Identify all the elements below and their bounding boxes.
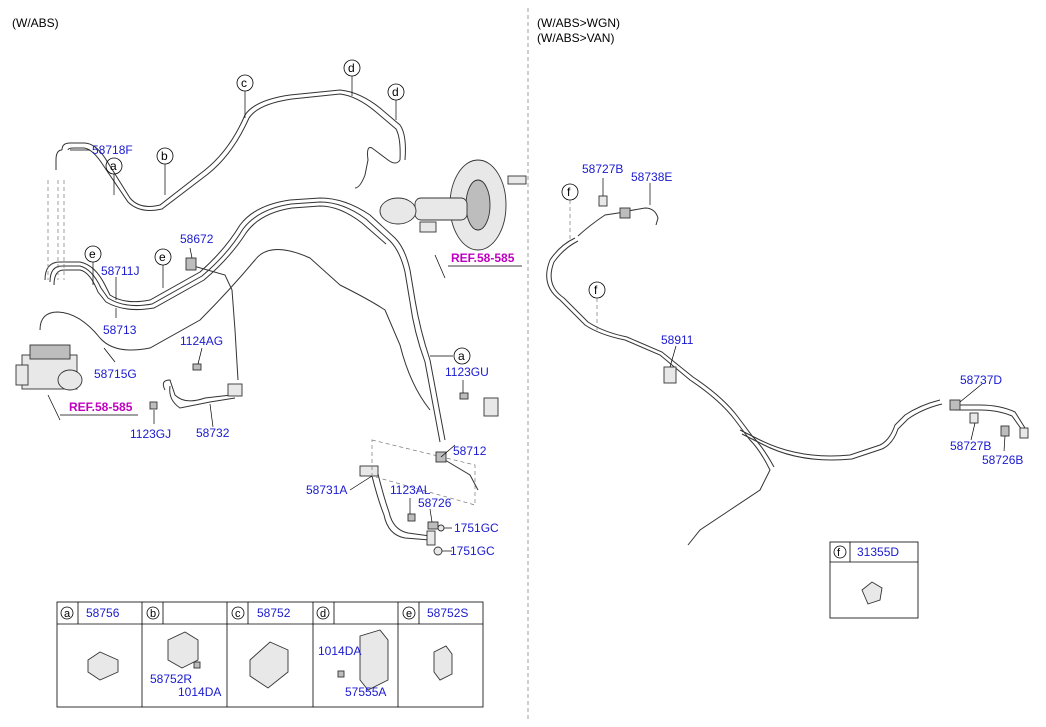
legend-cell-a: a 58756: [60, 606, 120, 681]
legend-cell-c: c 58752: [231, 606, 291, 689]
svg-text:b: b: [161, 149, 168, 163]
label-58738E: 58738E: [631, 170, 672, 184]
svg-text:1014DA: 1014DA: [318, 644, 361, 658]
washer-1751GC-b: [433, 546, 443, 556]
label-58727B-top: 58727B: [582, 162, 623, 176]
reference-upper: REF.58-585: [451, 251, 515, 265]
svg-text:e: e: [89, 247, 96, 261]
svg-text:f: f: [837, 547, 841, 559]
bracket-58911: [663, 366, 677, 384]
bracket: [483, 397, 499, 417]
fitting-58737D: [949, 399, 961, 411]
svg-text:f: f: [594, 283, 598, 297]
label-1751GC-a: 1751GC: [454, 521, 499, 535]
master-cylinder-booster: [379, 159, 527, 251]
legend-f-box: f 31355D: [829, 541, 919, 619]
callout-c: c: [236, 74, 254, 92]
clip-58727B-bottom: [969, 412, 979, 424]
label-58713: 58713: [103, 323, 137, 337]
callout-a-right: a: [453, 347, 471, 365]
callout-f-1: f: [561, 183, 579, 201]
svg-text:d: d: [392, 85, 399, 99]
callout-e-2: e: [154, 248, 172, 266]
callout-d: d: [343, 59, 361, 77]
reference-lower: REF.58-585: [69, 400, 133, 414]
svg-text:58752S: 58752S: [427, 606, 468, 620]
svg-text:57555A: 57555A: [345, 685, 386, 699]
svg-text:e: e: [406, 608, 412, 620]
svg-text:f: f: [567, 185, 571, 199]
svg-text:a: a: [458, 349, 465, 363]
svg-text:58752: 58752: [257, 606, 291, 620]
callout-f-2: f: [588, 281, 606, 299]
label-58727B-bottom: 58727B: [950, 439, 991, 453]
label-58711J: 58711J: [101, 264, 139, 278]
clip-58727B-top: [598, 195, 608, 207]
label-1123GJ: 1123GJ: [130, 427, 171, 441]
rear-brake-line-assembly: [546, 207, 1026, 546]
rear-brake-hose-58731A: [359, 465, 436, 546]
bolt-1124AG: [192, 363, 202, 371]
bolt-1123GU: [459, 392, 469, 400]
svg-text:d: d: [348, 61, 355, 75]
label-58737D: 58737D: [960, 373, 1002, 387]
middle-brake-line-bundle: [39, 197, 446, 443]
label-58715G: 58715G: [94, 367, 137, 381]
label-58672: 58672: [180, 232, 214, 246]
legend-cell-b: b 58752R 1014DA: [146, 606, 221, 699]
bolt-58726: [427, 521, 439, 530]
svg-text:a: a: [64, 608, 71, 620]
left-variant-header: (W/ABS): [12, 16, 59, 30]
bolt-1123AL: [407, 513, 416, 522]
callout-d-2: d: [387, 83, 405, 101]
label-1123AL: 1123AL: [390, 483, 431, 497]
right-variant-header-van: (W/ABS>VAN): [537, 31, 614, 45]
bolt-58726B: [1000, 425, 1010, 437]
bolt-1123GJ: [149, 401, 158, 410]
label-58726: 58726: [418, 496, 452, 510]
label-1124AG: 1124AG: [180, 334, 223, 348]
svg-text:c: c: [241, 76, 247, 90]
callout-e: e: [84, 245, 102, 263]
label-58732: 58732: [196, 426, 230, 440]
legend-cell-e: e 58752S: [402, 606, 468, 681]
svg-text:d: d: [320, 608, 326, 620]
legend-table: a 58756 b 58752R 1014DA c 58752 d 1014DA…: [56, 601, 484, 708]
callout-b: b: [156, 147, 174, 165]
label-58718F: 58718F: [92, 143, 133, 157]
legend-f-part: 31355D: [857, 545, 899, 559]
svg-text:e: e: [159, 250, 166, 264]
label-58726B: 58726B: [982, 453, 1023, 467]
label-58712: 58712: [453, 444, 487, 458]
svg-text:a: a: [110, 159, 117, 173]
svg-text:c: c: [235, 608, 241, 620]
legend-cell-d: d 1014DA 57555A: [316, 606, 389, 699]
svg-text:1014DA: 1014DA: [178, 685, 221, 699]
label-1751GC-b: 1751GC: [450, 544, 495, 558]
clip-58672: [185, 257, 197, 271]
callout-a: a: [105, 157, 123, 175]
front-brake-hose-58732: [162, 379, 243, 409]
fitting-58738E: [619, 207, 631, 219]
label-58911: 58911: [661, 333, 694, 347]
label-1123GU: 1123GU: [445, 365, 489, 379]
label-58731A: 58731A: [306, 483, 347, 497]
abs-modulator-unit: [15, 344, 83, 391]
svg-text:58752R: 58752R: [150, 672, 192, 686]
washer-1751GC-a: [437, 524, 445, 532]
svg-text:b: b: [150, 608, 156, 620]
upper-brake-line-bundle: [55, 89, 406, 211]
svg-text:58756: 58756: [86, 606, 120, 620]
right-variant-header-wgn: (W/ABS>WGN): [537, 16, 620, 30]
